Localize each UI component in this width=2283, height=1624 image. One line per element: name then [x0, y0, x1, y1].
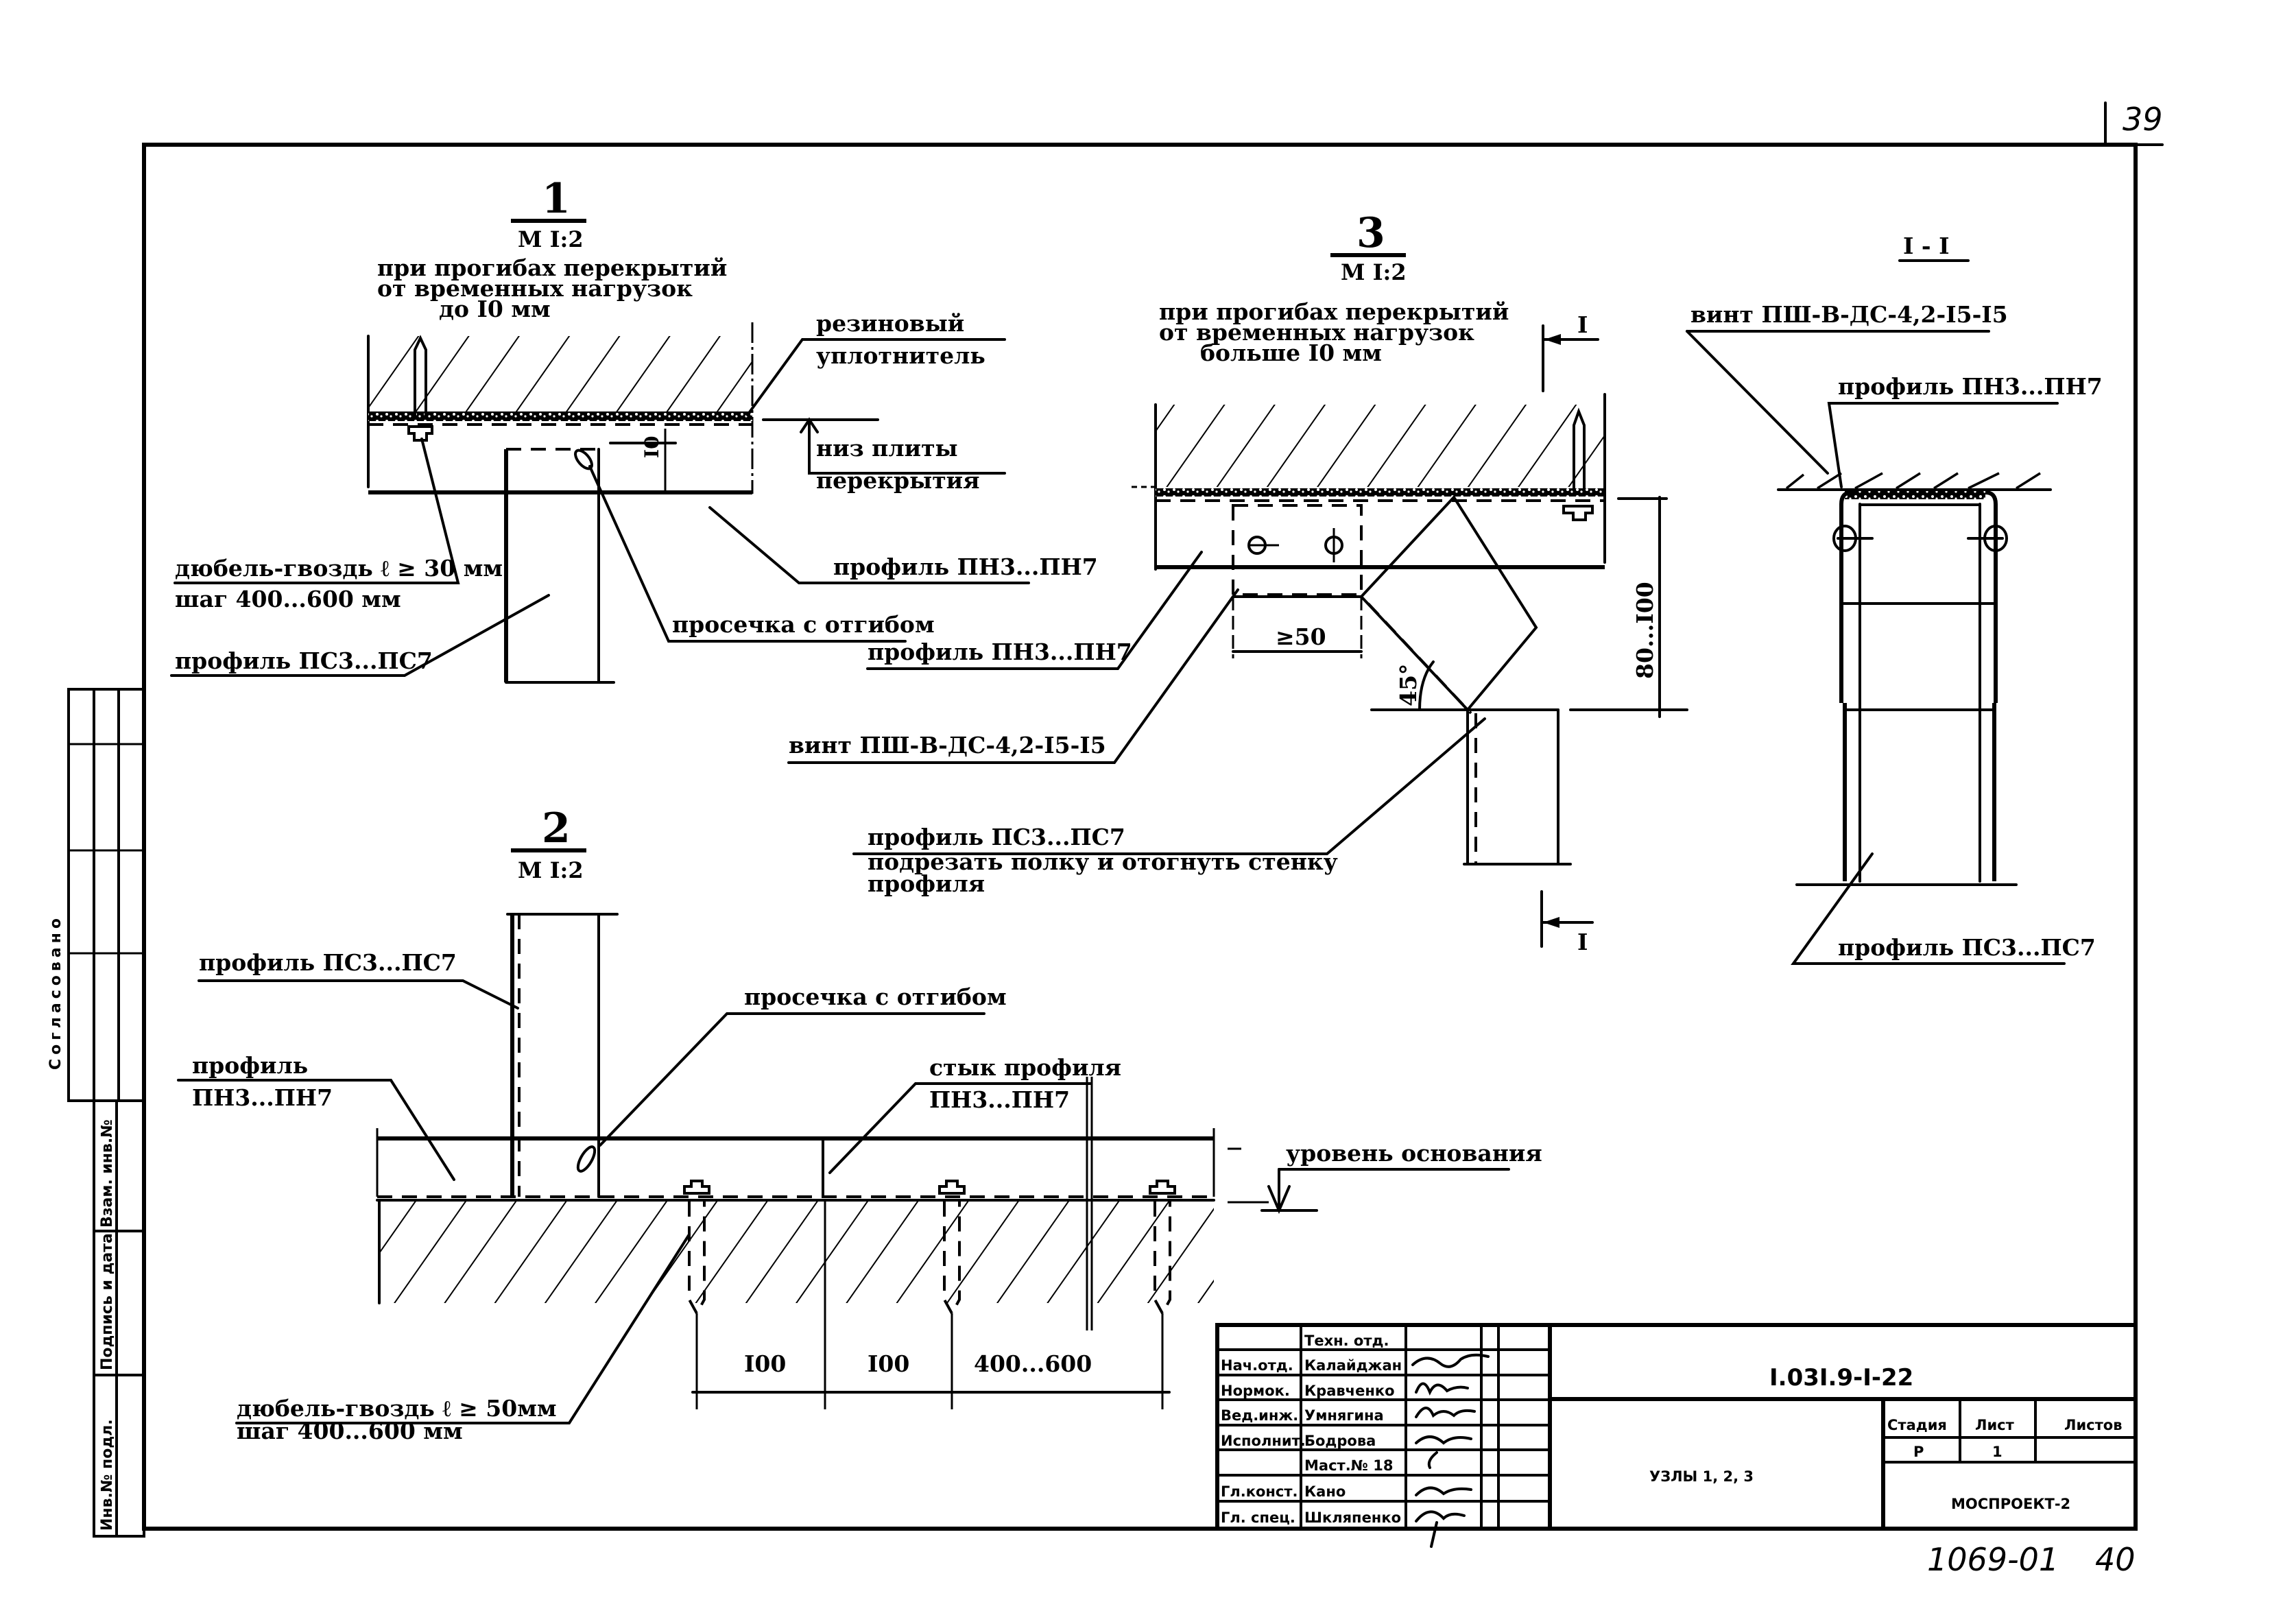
detail-1-slab [368, 336, 752, 411]
detail-1-rubber-label-1: резиновый [816, 310, 964, 337]
detail-1-rubber-label-2: уплотнитель [816, 342, 985, 369]
detail-2-number: 2 [542, 804, 571, 852]
tb-name-1: Калайджан [1304, 1357, 1402, 1374]
sheets-header: Листов [2064, 1417, 2123, 1433]
stamp-replace-inv: Взам. инв.№ [99, 1119, 116, 1228]
detail-3-min-width: ≥50 [1276, 623, 1326, 650]
detail-2-dim-3: 400...600 [974, 1350, 1092, 1377]
detail-1-dowel-label-1: дюбель-гвоздь ℓ ≥ 30 мм [175, 555, 503, 582]
detail-2-base [379, 1202, 1214, 1303]
detail-2: 2 М I:2 [177, 804, 1542, 1444]
section-profile-pn-label: профиль ПН3...ПН7 [1838, 373, 2103, 400]
signatures [1411, 1353, 1490, 1548]
detail-2-profile-pn-label-1: профиль [192, 1052, 308, 1079]
detail-2-dim-1: I00 [744, 1350, 786, 1377]
detail-1-number: 1 [542, 175, 571, 223]
detail-3-angle: 45° [1395, 664, 1422, 706]
side-stamp [93, 1099, 145, 1538]
detail-3-profile-pn-label: профиль ПН3...ПН7 [868, 638, 1132, 665]
detail-2-profile-pn-label-2: ПН3...ПН7 [192, 1084, 333, 1111]
doc-code: I.03I.9-I-22 [1769, 1364, 1913, 1392]
detail-3-note-3: больше I0 мм [1200, 339, 1382, 366]
tb-name-0: Техн. отд. [1304, 1333, 1389, 1349]
detail-3-section-mark-bottom: I [1577, 929, 1588, 955]
tb-role-1: Нач.отд. [1221, 1357, 1293, 1374]
stamp-inv-no: Инв.№ подл. [99, 1419, 116, 1531]
tb-role-6: Гл.конст. [1221, 1483, 1298, 1500]
tb-name-3: Умнягина [1304, 1407, 1384, 1424]
archive-number: 1069-01 [1927, 1541, 2059, 1578]
detail-2-scale: М I:2 [518, 857, 584, 883]
section-screw-label: винт ПШ-В-ДС-4,2-I5-I5 [1690, 301, 2008, 328]
detail-1-gap-dim: I0 [641, 435, 663, 458]
detail-3-profile-ps-label-1: профиль ПС3...ПС7 [868, 824, 1125, 850]
tb-name-4: Бодрова [1304, 1433, 1376, 1449]
approval-strip [67, 688, 145, 1102]
detail-1-notch-label: просечка с отгибом [672, 611, 935, 638]
detail-1: 1 М I:2 при прогибах перекрытий от време… [170, 175, 1098, 684]
detail-3-section-mark-top: I [1577, 311, 1588, 338]
detail-1-note-1: при прогибах перекрытий [377, 254, 727, 281]
tb-role-3: Вед.инж. [1221, 1407, 1298, 1424]
tb-name-2: Кравченко [1304, 1383, 1395, 1399]
detail-3: 3 М I:2 при прогибах перекрытий от време… [787, 209, 1688, 955]
approved-label: Согласовано [47, 914, 64, 1070]
detail-2-profile-ps-label: профиль ПС3...ПС7 [199, 949, 457, 976]
tb-name-5: Маст.№ 18 [1304, 1457, 1393, 1474]
detail-2-dowel-label-2: шаг 400...600 мм [237, 1418, 463, 1444]
tb-role-4: Исполнит. [1221, 1433, 1306, 1449]
detail-3-profile-ps-label-2: подрезать полку и отогнуть стенку [868, 848, 1338, 875]
detail-1-slab-bottom-label-2: перекрытия [816, 467, 980, 494]
detail-2-notch-label: просечка с отгибом [744, 983, 1007, 1010]
stage-header: Стадия [1887, 1417, 1947, 1433]
tb-role-7: Гл. спец. [1221, 1509, 1295, 1526]
stamp-signature-date: Подпись и дата [99, 1233, 116, 1370]
detail-3-height-dim: 80...I00 [1631, 582, 1658, 679]
detail-1-profile-ps-label: профиль ПС3...ПС7 [175, 647, 433, 674]
tb-role-2: Нормок. [1221, 1383, 1290, 1399]
detail-3-note-1: при прогибах перекрытий [1159, 298, 1509, 325]
tb-name-6: Кано [1304, 1483, 1346, 1500]
sheet-value: 1 [1992, 1444, 2003, 1460]
detail-2-dim-2: I00 [868, 1350, 909, 1377]
detail-3-seal [1156, 488, 1605, 497]
detail-2-dowel-label-1: дюбель-гвоздь ℓ ≥ 50мм [237, 1395, 557, 1422]
detail-3-note-2: от временных нагрузок [1159, 319, 1474, 346]
title-block [1215, 1323, 2138, 1531]
detail-1-slab-bottom-label-1: низ плиты [816, 435, 958, 462]
detail-2-joint-label-1: стык профиля [929, 1054, 1121, 1081]
detail-1-scale: М I:2 [518, 226, 584, 252]
detail-3-profile-ps-label-3: профиля [868, 870, 985, 897]
detail-2-joint-label-2: ПН3...ПН7 [929, 1086, 1070, 1113]
bottom-page: 40 [2095, 1541, 2136, 1578]
stage-value: Р [1913, 1444, 1924, 1460]
detail-1-note-3: до I0 мм [439, 296, 551, 322]
detail-1-dowel-label-2: шаг 400...600 мм [175, 586, 401, 612]
page-number: 39 [2123, 101, 2163, 138]
detail-3-screw-label: винт ПШ-В-ДС-4,2-I5-I5 [789, 732, 1106, 759]
sheet-header: Лист [1975, 1417, 2015, 1433]
detail-3-slab [1156, 405, 1605, 487]
section-title: I - I [1903, 232, 1950, 259]
detail-1-profile-pn-label: профиль ПН3...ПН7 [833, 553, 1098, 580]
section-i-i: I - I винт ПШ-В-ДС-4,2-I5-I5 профиль ПН3… [1686, 232, 2103, 965]
org-name: МОСПРОЕКТ-2 [1951, 1496, 2070, 1512]
detail-3-number: 3 [1356, 209, 1385, 257]
section-profile-ps-label: профиль ПС3...ПС7 [1838, 934, 2096, 961]
detail-3-scale: М I:2 [1341, 259, 1407, 285]
sheet-title: УЗЛЫ 1, 2, 3 [1649, 1468, 1754, 1485]
tb-name-7: Шкляпенко [1304, 1509, 1401, 1526]
detail-1-seal [368, 411, 752, 421]
detail-1-note-2: от временных нагрузок [377, 275, 693, 302]
detail-2-base-level-label: уровень основания [1286, 1140, 1542, 1167]
